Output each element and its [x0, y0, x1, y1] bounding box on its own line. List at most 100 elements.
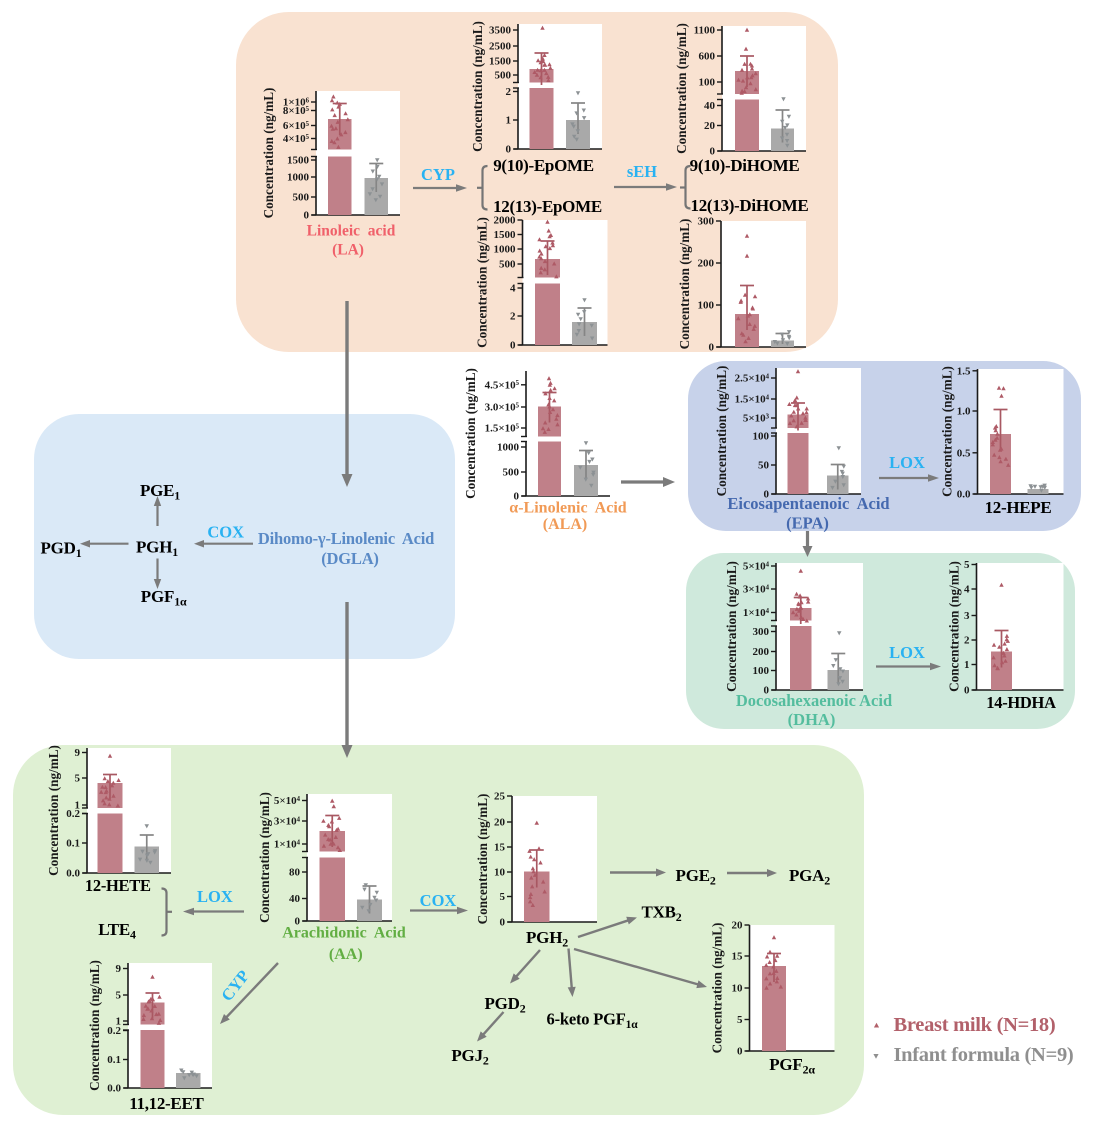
svg-text:1000: 1000	[497, 442, 520, 454]
svg-text:0.0: 0.0	[957, 489, 971, 501]
svg-text:TXB2​: TXB2​	[641, 903, 681, 925]
svg-text:Concentration (ng/mL): Concentration (ng/mL)	[674, 23, 689, 154]
svg-text:5: 5	[116, 990, 122, 1002]
svg-text:11,12-EET: 11,12-EET	[129, 1094, 204, 1113]
svg-text:3: 3	[964, 610, 970, 622]
svg-text:0.0: 0.0	[107, 1083, 121, 1095]
svg-text:Concentration (ng/mL): Concentration (ng/mL)	[261, 88, 276, 219]
svg-text:CYP: CYP	[421, 165, 455, 184]
svg-text:500: 500	[503, 467, 520, 479]
svg-text:2: 2	[510, 311, 516, 323]
svg-text:15: 15	[732, 951, 744, 963]
svg-text:9(10)-DiHOME: 9(10)-DiHOME	[690, 156, 800, 175]
svg-text:200: 200	[698, 258, 715, 270]
svg-text:Concentration (ng/mL): Concentration (ng/mL)	[87, 960, 102, 1091]
svg-text:Concentration (ng/mL): Concentration (ng/mL)	[475, 217, 490, 348]
svg-text:Docosahexaenoic Acid: Docosahexaenoic Acid	[736, 691, 892, 710]
svg-text:5: 5	[75, 773, 81, 785]
svg-text:0.2: 0.2	[107, 1025, 121, 1037]
svg-text:1.0: 1.0	[957, 406, 971, 418]
svg-text:Linoleic acid: Linoleic acid	[307, 223, 396, 240]
svg-text:1500: 1500	[494, 229, 517, 241]
svg-text:4: 4	[510, 283, 516, 295]
svg-text:2: 2	[506, 86, 512, 98]
svg-text:500: 500	[293, 192, 310, 204]
svg-text:0.0: 0.0	[66, 868, 80, 880]
svg-text:Concentration (ng/mL): Concentration (ng/mL)	[46, 745, 61, 876]
svg-text:1×104​: 1×104​	[274, 839, 301, 851]
svg-text:Concentration (ng/mL): Concentration (ng/mL)	[677, 219, 692, 350]
svg-text:10: 10	[494, 867, 506, 879]
svg-text:20: 20	[704, 120, 716, 132]
svg-text:9(10)-EpOME: 9(10)-EpOME	[493, 156, 594, 175]
svg-text:PGH2​: PGH2​	[526, 928, 568, 950]
svg-text:PGD1​: PGD1​	[40, 538, 81, 560]
svg-text:0: 0	[710, 146, 716, 158]
svg-text:Concentration (ng/mL): Concentration (ng/mL)	[947, 561, 962, 692]
svg-text:Concentration (ng/mL): Concentration (ng/mL)	[710, 923, 725, 1054]
svg-text:LOX: LOX	[889, 453, 925, 472]
svg-text:80: 80	[289, 867, 301, 879]
svg-text:12(13)-EpOME: 12(13)-EpOME	[493, 197, 602, 216]
svg-text:LOX: LOX	[197, 887, 233, 906]
svg-text:0: 0	[304, 210, 310, 222]
svg-text:Infant formula (N=9): Infant formula (N=9)	[894, 1044, 1074, 1066]
svg-text:100: 100	[699, 77, 716, 89]
svg-text:2000: 2000	[494, 215, 517, 227]
svg-text:1×104​: 1×104​	[743, 607, 770, 619]
svg-text:300: 300	[753, 626, 770, 638]
svg-text:1: 1	[116, 1016, 122, 1028]
svg-text:1.5×105​: 1.5×105​	[485, 423, 520, 435]
svg-text:2500: 2500	[489, 41, 512, 53]
svg-text:5: 5	[964, 559, 970, 571]
svg-text:LOX: LOX	[889, 643, 925, 662]
svg-text:PGH1​: PGH1​	[136, 537, 178, 559]
svg-text:0: 0	[764, 489, 770, 501]
svg-text:(EPA): (EPA)	[786, 514, 829, 533]
svg-text:0: 0	[514, 491, 520, 503]
svg-text:0.2: 0.2	[66, 808, 80, 820]
svg-text:(LA): (LA)	[332, 242, 364, 259]
svg-text:1×106​: 1×106​	[283, 97, 310, 109]
svg-text:3×104​: 3×104​	[274, 816, 301, 828]
svg-text:1000: 1000	[287, 172, 310, 184]
svg-text:0: 0	[295, 916, 301, 928]
svg-text:100: 100	[698, 300, 715, 312]
svg-text:5: 5	[737, 1014, 743, 1026]
svg-text:9: 9	[75, 747, 81, 759]
svg-text:0: 0	[964, 685, 970, 697]
svg-text:200: 200	[753, 646, 770, 658]
svg-text:1: 1	[75, 800, 81, 812]
svg-text:0: 0	[510, 340, 516, 352]
svg-text:1: 1	[964, 659, 970, 671]
svg-text:PGE1​: PGE1​	[140, 481, 180, 503]
svg-text:50: 50	[758, 460, 770, 472]
svg-text:Concentration (ng/mL): Concentration (ng/mL)	[470, 21, 485, 152]
svg-text:Concentration (ng/mL): Concentration (ng/mL)	[714, 366, 729, 497]
svg-text:14-HDHA: 14-HDHA	[986, 693, 1056, 712]
svg-text:1500: 1500	[287, 155, 310, 167]
svg-text:4×105​: 4×105​	[283, 133, 310, 145]
svg-text:5×103​: 5×103​	[743, 413, 770, 425]
svg-text:PGF2α​: PGF2α​	[769, 1055, 815, 1077]
svg-text:2: 2	[964, 635, 970, 647]
svg-text:0: 0	[764, 685, 770, 697]
svg-text:12-HETE: 12-HETE	[85, 876, 151, 895]
svg-text:10: 10	[732, 983, 744, 995]
svg-text:0: 0	[500, 917, 506, 929]
svg-text:PGA2​: PGA2​	[789, 866, 830, 888]
svg-text:1: 1	[506, 115, 512, 127]
svg-text:3.0×105​: 3.0×105​	[485, 402, 520, 414]
svg-text:0: 0	[709, 342, 715, 354]
svg-text:15: 15	[494, 842, 506, 854]
svg-text:100: 100	[753, 431, 770, 443]
svg-text:100: 100	[753, 665, 770, 677]
svg-text:6-keto PGF1α​: 6-keto PGF1α​	[547, 1010, 639, 1032]
svg-text:40: 40	[704, 100, 716, 112]
svg-text:5×104​: 5×104​	[743, 561, 770, 573]
svg-text:Concentration (ng/mL): Concentration (ng/mL)	[463, 368, 478, 499]
svg-text:3×104​: 3×104​	[743, 584, 770, 596]
svg-text:0.5: 0.5	[957, 448, 971, 460]
svg-text:500: 500	[495, 70, 512, 82]
svg-text:4.5×105​: 4.5×105​	[485, 380, 520, 392]
